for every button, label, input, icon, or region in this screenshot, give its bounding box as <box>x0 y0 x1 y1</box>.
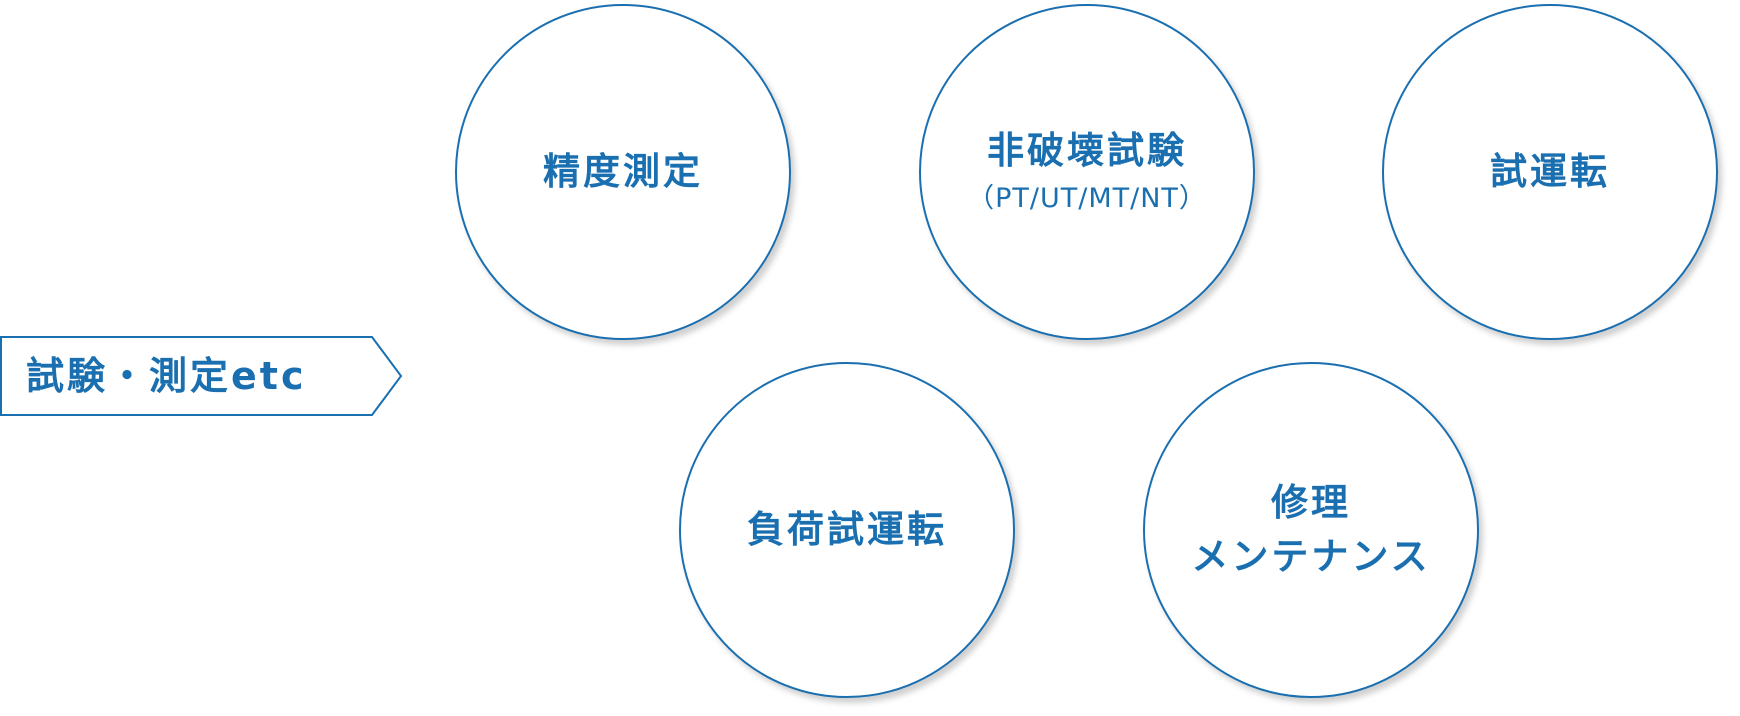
arrow-tag-shape <box>0 336 403 416</box>
item-title: 試運転 <box>1490 150 1610 194</box>
item-subtitle: メンテナンス <box>1191 535 1431 578</box>
item-title: 非破壊試験 <box>987 128 1187 172</box>
category-label: 試験・測定etc <box>26 354 307 398</box>
item-title: 負荷試運転 <box>747 508 947 552</box>
item-title: 精度測定 <box>543 150 703 194</box>
circle-load-test-run: 負荷試運転 <box>679 362 1015 698</box>
circle-precision-measurement: 精度測定 <box>455 4 791 340</box>
circle-test-run: 試運転 <box>1382 4 1718 340</box>
circle-repair-maintenance: 修理 メンテナンス <box>1143 362 1479 698</box>
circle-non-destructive-testing: 非破壊試験 （PT/UT/MT/NT） <box>919 4 1255 340</box>
item-title: 修理 <box>1271 481 1351 525</box>
category-tag: 試験・測定etc <box>0 336 405 416</box>
item-subtitle: （PT/UT/MT/NT） <box>967 183 1207 215</box>
